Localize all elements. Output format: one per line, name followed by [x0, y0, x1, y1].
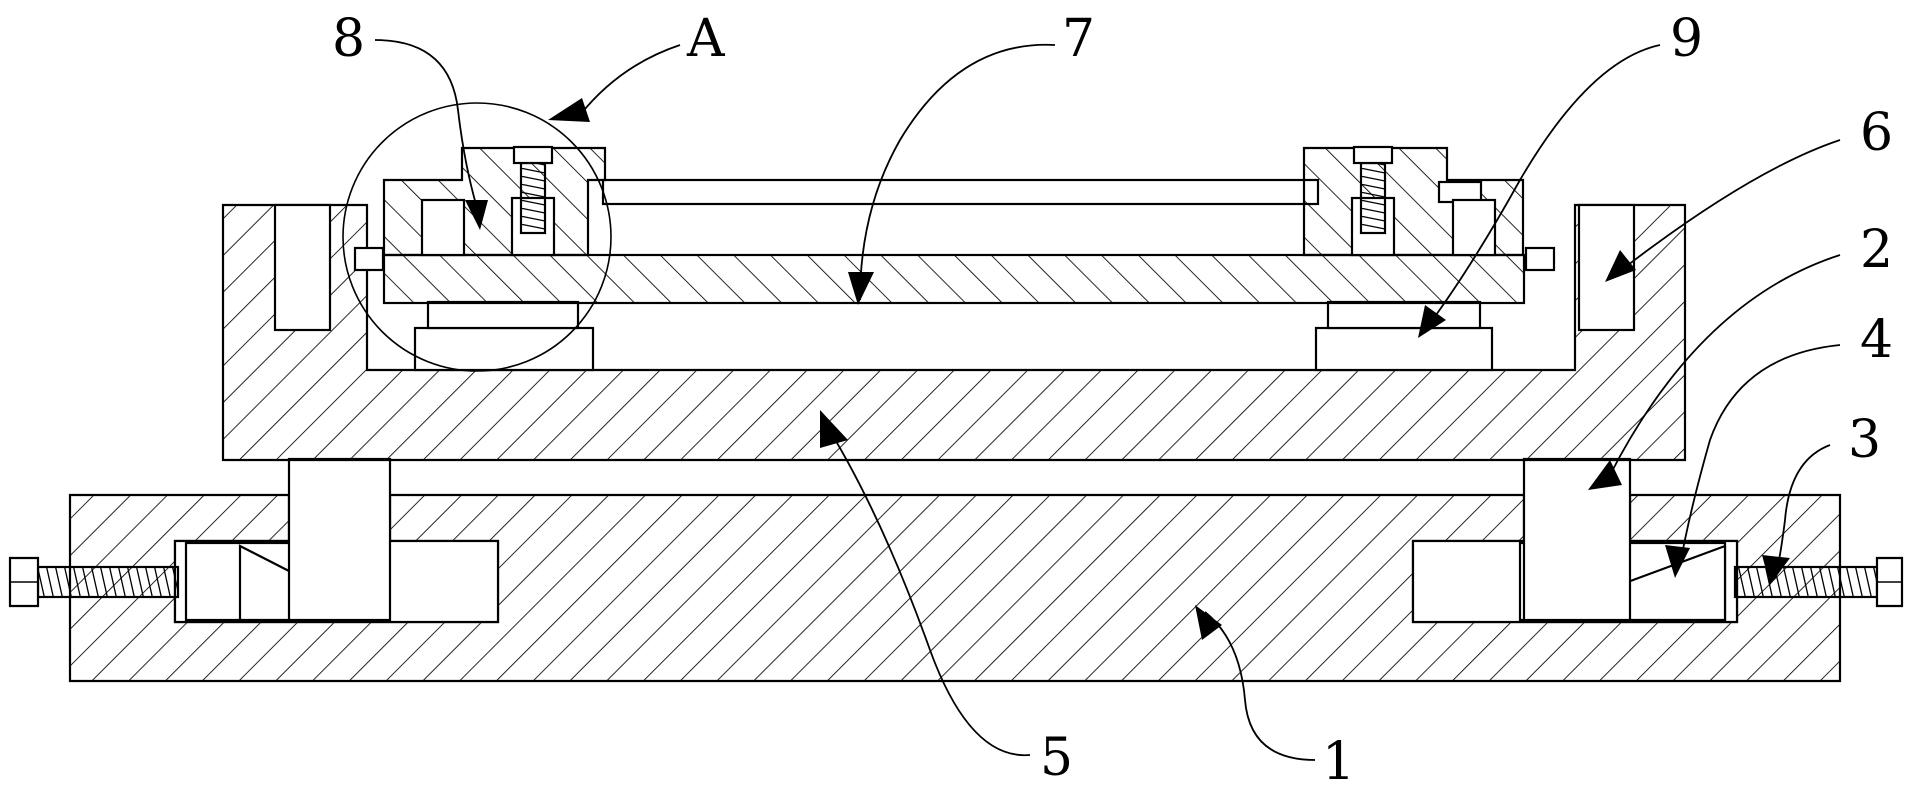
label-1: 1: [1322, 732, 1355, 791]
label-5: 5: [1040, 728, 1073, 788]
support-pad-right: [1316, 302, 1492, 370]
label-A: A: [686, 9, 726, 69]
label-9: 9: [1670, 9, 1703, 69]
label-8: 8: [332, 9, 365, 69]
label-4: 4: [1860, 310, 1893, 370]
label-2: 2: [1860, 220, 1893, 280]
side-bolt-right: [1526, 248, 1554, 270]
label-6: 6: [1860, 103, 1893, 163]
support-post-left: [289, 459, 390, 620]
side-bolt-left: [355, 248, 383, 270]
label-3: 3: [1848, 410, 1881, 470]
label-7: 7: [1062, 9, 1095, 69]
clamp-block-right: [1304, 147, 1523, 255]
clamp-block-left: [384, 147, 605, 255]
